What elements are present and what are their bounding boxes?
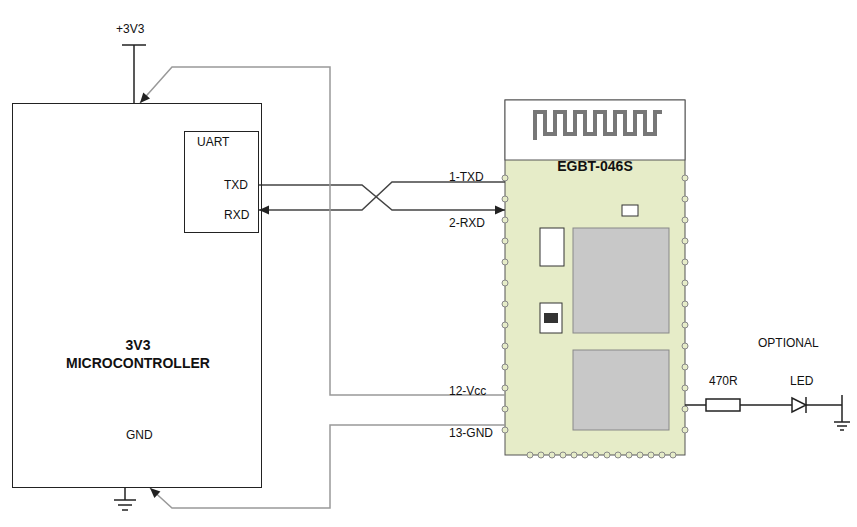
node-text: UART: [197, 135, 229, 149]
pin-name: GND: [126, 428, 153, 442]
led-circuit: [685, 395, 850, 430]
module-pads: [502, 175, 688, 458]
wire: [150, 425, 505, 508]
module-fill: [505, 100, 685, 455]
smd-part: [540, 228, 564, 266]
note-text: OPTIONAL: [758, 336, 819, 350]
signal-name: RXD: [224, 208, 249, 222]
mcu-fill: [12, 103, 262, 488]
supply-label: +3V3: [116, 22, 144, 36]
signal-name: TXD: [224, 178, 248, 192]
smd-part: [544, 313, 558, 323]
wire: [259, 182, 505, 215]
bluetooth-module: EGBT-046S: [505, 100, 685, 455]
chip: [573, 228, 669, 333]
antenna-trace: [535, 112, 662, 140]
node-text: 3V3 MICROCONTROLLER: [53, 336, 223, 372]
ground-symbol: [114, 488, 136, 510]
pin-name: 2-RXD: [449, 216, 485, 230]
node-text: EGBT-046S: [505, 158, 685, 174]
pin-name: 12-Vcc: [449, 384, 486, 398]
component-value: 470R: [709, 374, 738, 388]
antenna-area: [505, 100, 685, 160]
pin-name: 1-TXD: [449, 170, 484, 184]
wire: [140, 67, 505, 395]
smd-part: [540, 303, 562, 333]
pin-name: 13-GND: [449, 426, 493, 440]
chip: [573, 350, 669, 430]
component-name: LED: [790, 374, 813, 388]
smd-part: [622, 205, 638, 216]
supply-rail: [122, 45, 146, 103]
